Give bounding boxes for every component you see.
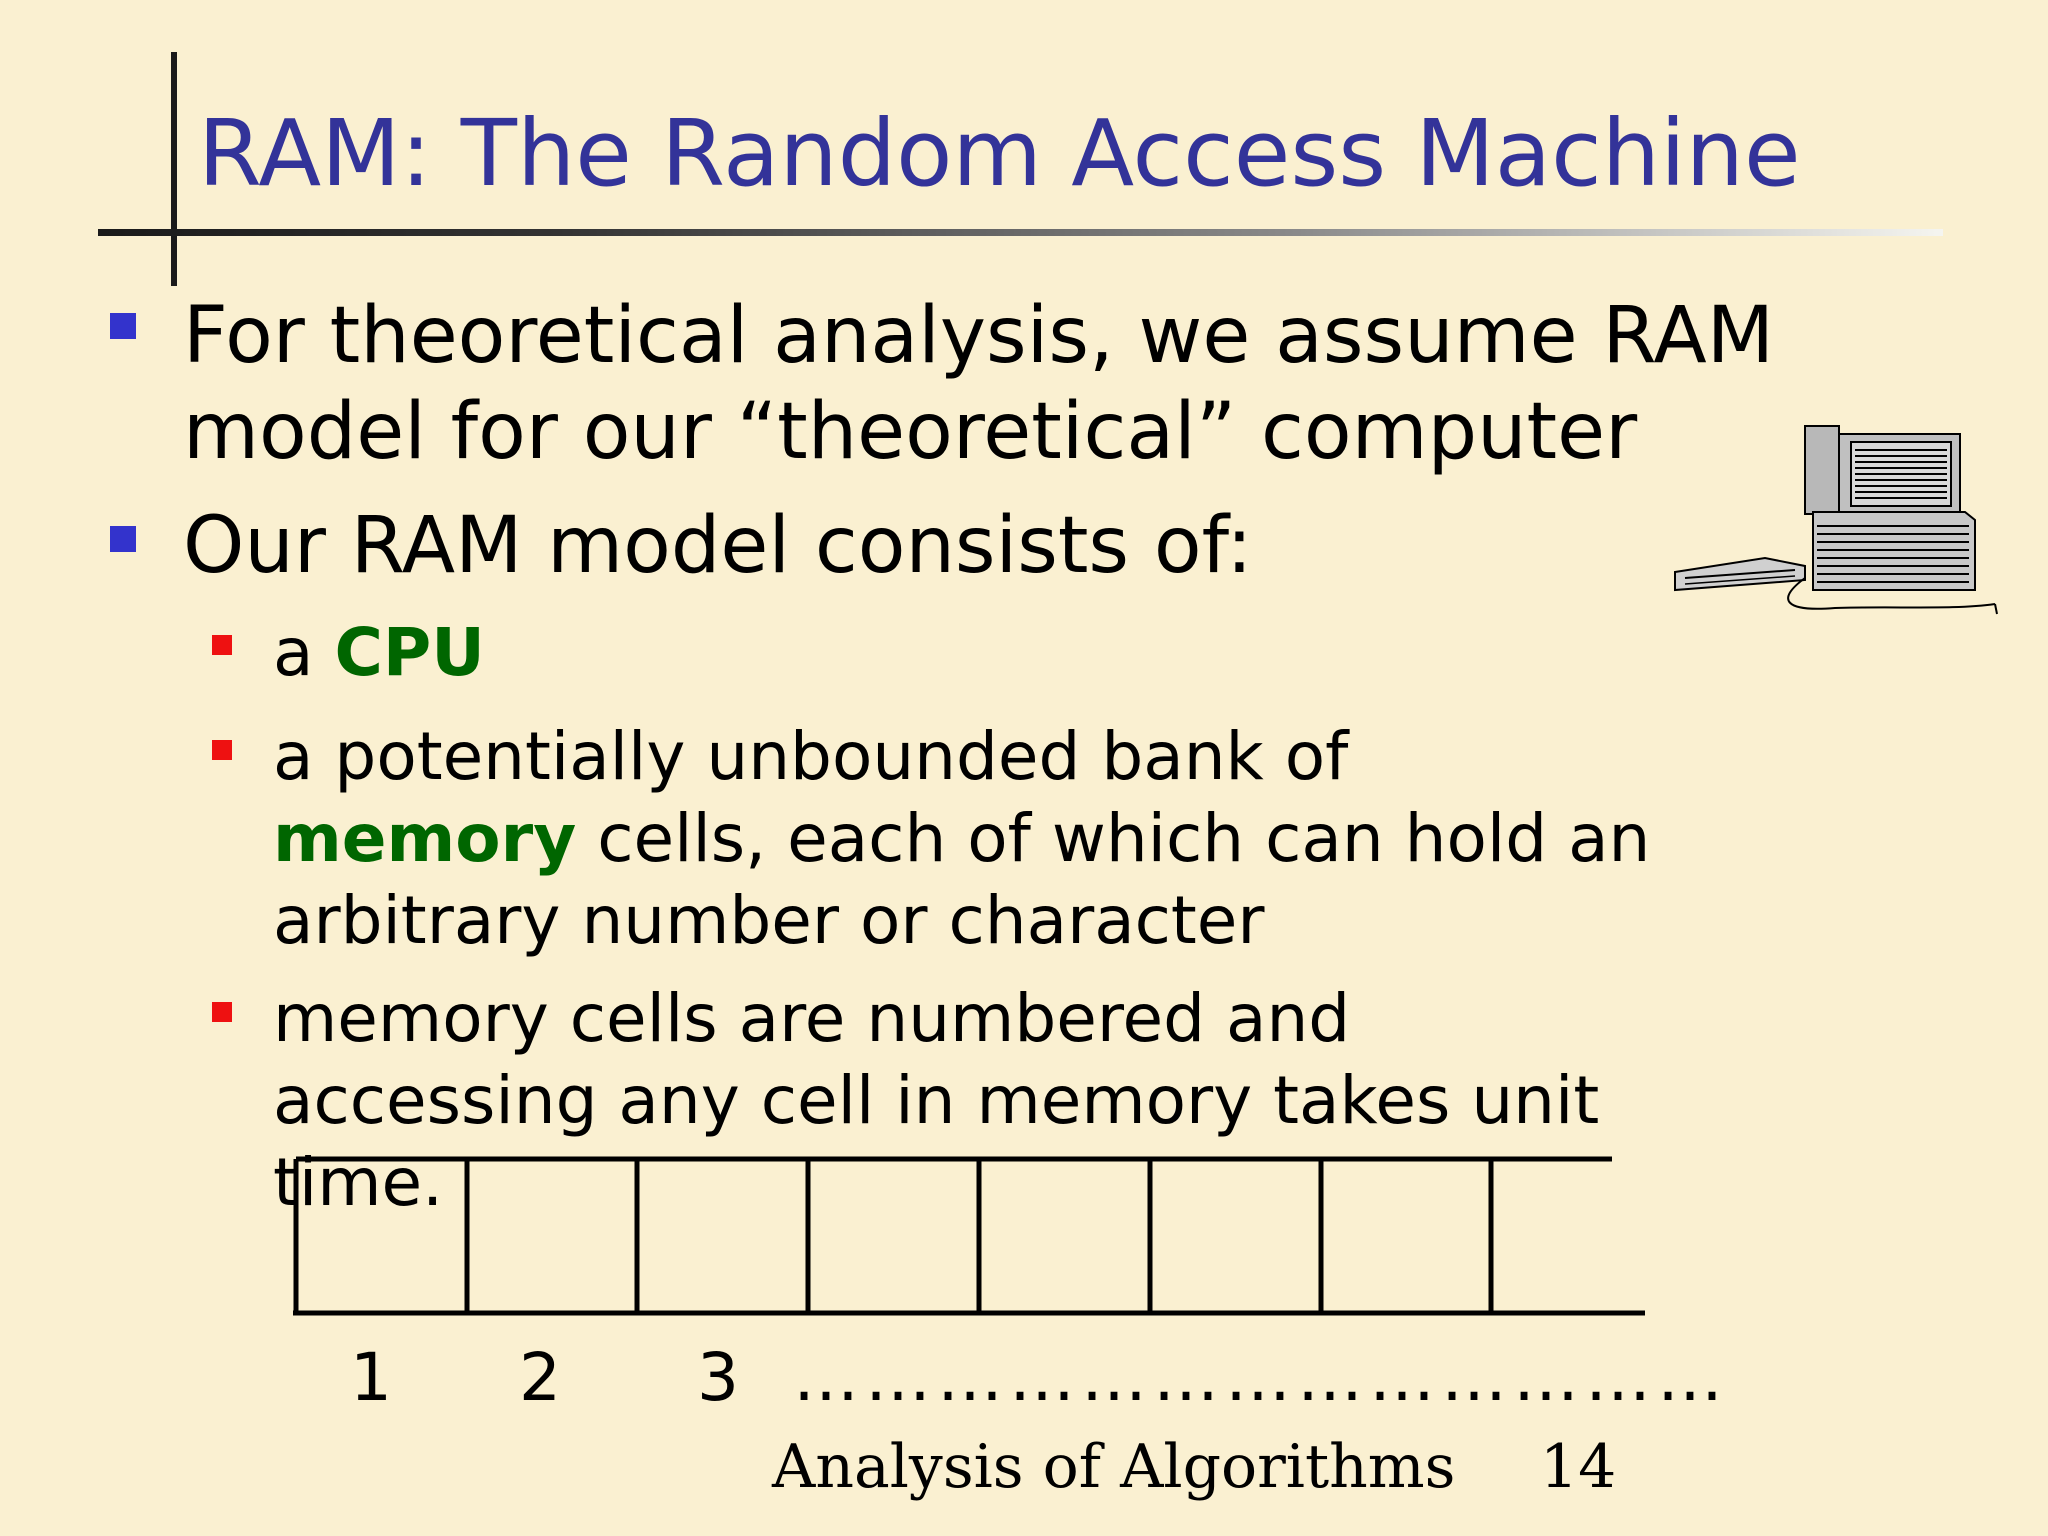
memory-index: 2 [519,1339,561,1416]
sub-bullet-prefix: a [273,614,335,691]
memory-index: 1 [350,1339,392,1416]
slide-title: RAM: The Random Access Machine [198,100,1801,207]
sub-bullet-marker [212,740,232,760]
bullet-text-line: For theoretical analysis, we assume RAM [183,291,1775,381]
sub-bullet-text-line: a CPU [273,612,485,694]
bullet-text-line: Our RAM model consists of: [183,501,1253,591]
bullet-marker [110,313,136,339]
footer-title: Analysis of Algorithms [772,1432,1456,1502]
sub-bullet-text-line: arbitrary number or character [273,882,1265,959]
memory-highlight: memory [273,800,577,877]
sub-bullet-text-line: memory cells are numbered and [273,980,1351,1057]
title-vertical-rule [171,52,177,286]
title-underline-rule [98,229,1943,236]
memory-ellipsis: ………………………………… [793,1339,1729,1416]
memory-index: 3 [697,1339,739,1416]
computer-icon [1674,425,1998,615]
sub-bullet-marker [212,1002,232,1022]
sub-bullet-text-line: memory cells, each of which can hold an [273,798,1650,880]
slide-number: 14 [1540,1432,1617,1502]
sub-bullet-text-line: a potentially unbounded bank of [273,718,1349,795]
bullet-marker [110,526,136,552]
cpu-highlight: CPU [334,614,485,691]
bullet-text-line: model for our “theoretical” computer [183,387,1638,477]
sub-bullet-text-line: accessing any cell in memory takes unit [273,1062,1600,1139]
sub-bullet-marker [212,635,232,655]
sub-bullet-rest: cells, each of which can hold an [576,800,1651,877]
